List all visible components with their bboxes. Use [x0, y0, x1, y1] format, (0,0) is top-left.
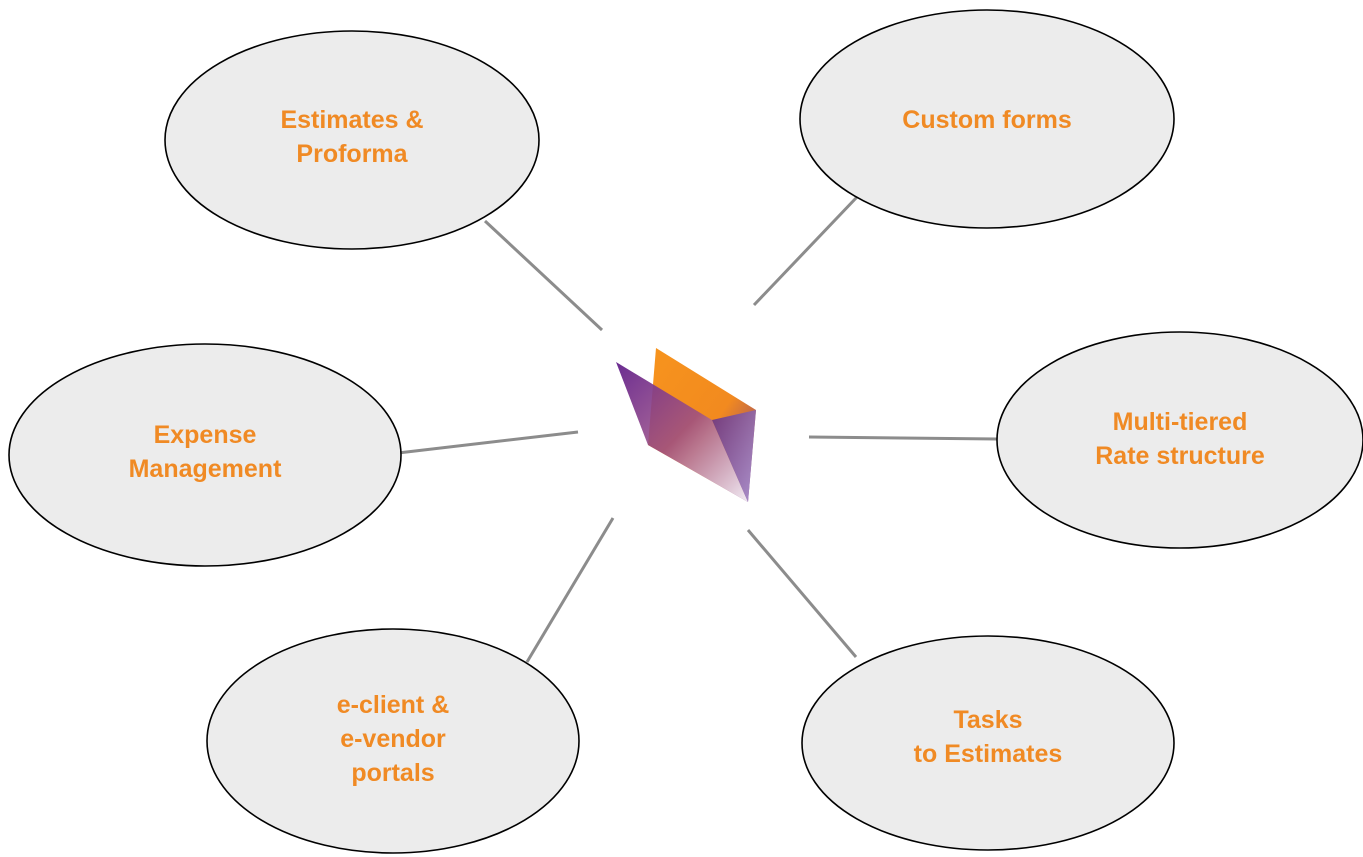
label-tasks-estimates: Tasks to Estimates [914, 706, 1063, 768]
connector-custom-forms [752, 195, 859, 307]
label-line: Custom forms [902, 106, 1071, 134]
label-line: e-vendor [340, 725, 446, 753]
label-line: portals [351, 759, 434, 787]
label-line: Expense [154, 421, 257, 449]
label-line: to Estimates [914, 740, 1063, 768]
label-estimates-proforma: Estimates & Proforma [280, 106, 423, 168]
bubble-estimates-proforma [164, 30, 540, 250]
label-line: Tasks [953, 706, 1022, 734]
connector-estimates [483, 219, 604, 332]
bubble-tasks-estimates [801, 635, 1175, 851]
label-custom-forms: Custom forms [902, 106, 1071, 134]
label-line: Rate structure [1095, 442, 1265, 470]
connector-rate [808, 435, 998, 441]
label-line: Proforma [296, 140, 408, 168]
folder-icon [616, 348, 756, 502]
node-estimates-proforma: Estimates & Proforma [164, 30, 540, 250]
node-portals: e-client & e-vendor portals [206, 628, 580, 854]
bubble-multi-tiered-rate [996, 331, 1363, 549]
connector-tasks [746, 529, 858, 658]
bubble-portals [206, 628, 580, 854]
connector-portals [525, 517, 615, 663]
label-line: e-client & [337, 691, 450, 719]
folder-flap [712, 410, 756, 502]
label-line: Management [129, 455, 282, 483]
folder-front-panel [616, 362, 748, 502]
label-line: Multi-tiered [1113, 408, 1248, 436]
node-custom-forms: Custom forms [799, 9, 1175, 229]
connector-expense [397, 430, 579, 455]
label-line: Estimates & [280, 106, 423, 134]
label-portals: e-client & e-vendor portals [337, 691, 450, 787]
connectors [397, 195, 998, 663]
bubble-custom-forms [799, 9, 1175, 229]
node-tasks-estimates: Tasks to Estimates [801, 635, 1175, 851]
bubble-expense-management [8, 343, 402, 567]
